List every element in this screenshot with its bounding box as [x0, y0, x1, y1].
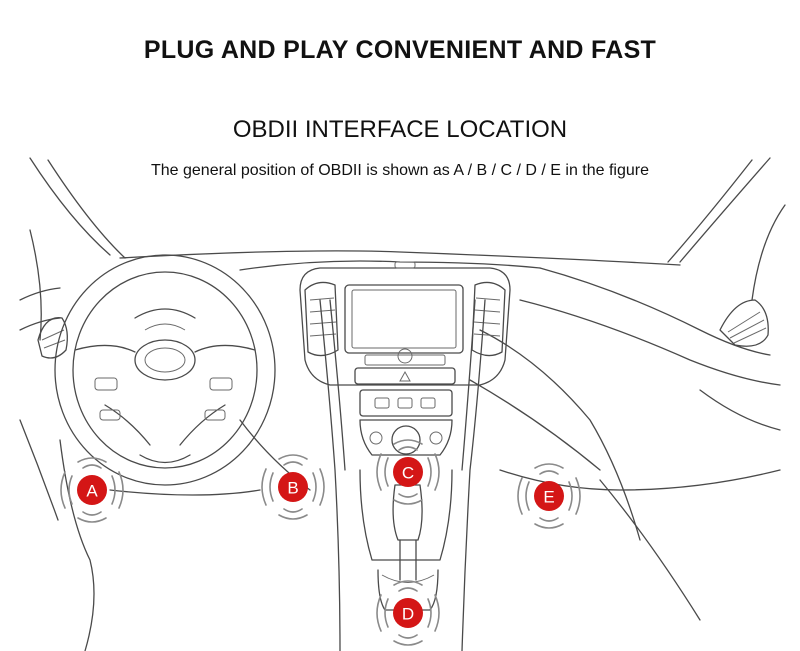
- left-air-vent: [37, 317, 68, 359]
- marker-d-label: D: [402, 605, 414, 624]
- page-headline: PLUG AND PLAY CONVENIENT AND FAST: [143, 36, 657, 64]
- figure-caption: The general position of OBDII is shown a…: [150, 162, 650, 179]
- marker-b-dot: [278, 472, 308, 502]
- marker-a-label: A: [86, 482, 98, 501]
- steering-wheel: [54, 254, 276, 486]
- marker-b-label: B: [287, 479, 298, 498]
- obd-location-marker-e: E: [517, 463, 581, 529]
- marker-c-dot: [393, 457, 423, 487]
- dashboard-outline: [19, 250, 781, 541]
- obd-location-marker-d: D: [376, 580, 440, 646]
- windshield-frame: [29, 157, 786, 341]
- gear-shifter-area: [319, 299, 486, 651]
- marker-a-dot: [77, 475, 107, 505]
- marker-d-dot: [393, 598, 423, 628]
- marker-e-dot: [534, 481, 564, 511]
- page-subtitle: OBDII INTERFACE LOCATION: [232, 116, 568, 143]
- obd-location-marker-c: C: [376, 439, 440, 505]
- obd-location-marker-b: B: [261, 454, 325, 520]
- obd-location-marker-a: A: [60, 457, 124, 523]
- center-console: [299, 261, 511, 456]
- marker-e-label: E: [543, 488, 554, 507]
- marker-c-label: C: [402, 464, 414, 483]
- right-air-vent: [719, 299, 769, 347]
